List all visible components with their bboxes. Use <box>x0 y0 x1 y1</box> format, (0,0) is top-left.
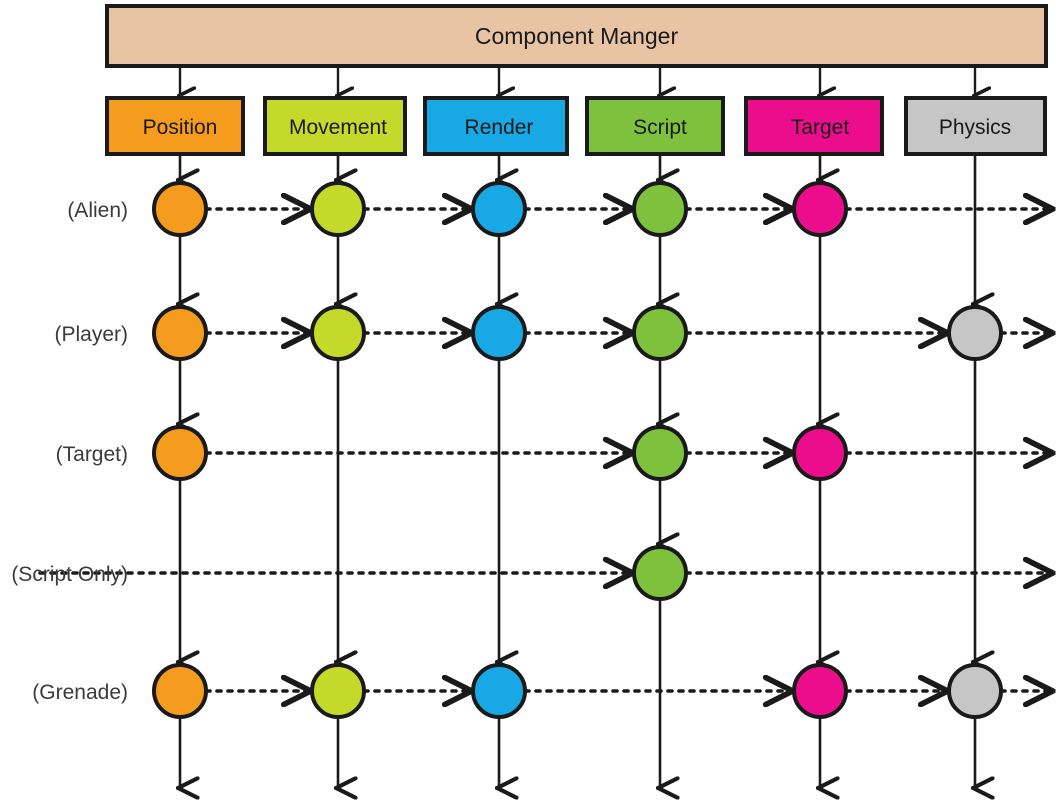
node-player-physics[interactable] <box>947 305 1003 361</box>
node-alien-render[interactable] <box>471 181 527 237</box>
node-player-script[interactable] <box>632 305 688 361</box>
row-label-alien: (Alien) <box>67 199 128 222</box>
component-box-label-target: Target <box>791 116 850 139</box>
component-box-label-movement: Movement <box>289 116 387 139</box>
row-label-player: (Player) <box>54 323 128 346</box>
component-box-script[interactable]: Script <box>585 96 725 156</box>
node-alien-position[interactable] <box>152 181 208 237</box>
component-box-label-script: Script <box>633 116 687 139</box>
node-player-render[interactable] <box>471 305 527 361</box>
node-script-only-script[interactable] <box>632 545 688 601</box>
node-grenade-position[interactable] <box>152 663 208 719</box>
node-target-target[interactable] <box>792 425 848 481</box>
node-grenade-physics[interactable] <box>947 663 1003 719</box>
component-box-label-render: Render <box>465 116 534 139</box>
component-boxes-layer: Position Movement Render Script Target Physic… <box>105 96 1047 156</box>
component-box-movement[interactable]: Movement <box>263 96 407 156</box>
node-player-movement[interactable] <box>310 305 366 361</box>
row-label-target: (Target) <box>56 443 128 466</box>
row-label-script-only: (Script Only) <box>11 563 128 586</box>
manager-bar-label: Component Manger <box>475 23 679 49</box>
manager-bar[interactable]: Component Manger <box>105 4 1048 68</box>
node-player-position[interactable] <box>152 305 208 361</box>
flow-lines-layer <box>38 66 1050 788</box>
component-box-position[interactable]: Position <box>105 96 245 156</box>
node-alien-movement[interactable] <box>310 181 366 237</box>
component-nodes-layer <box>152 181 1003 719</box>
row-labels-layer: (Alien) (Player) (Target) (Script Only) (Gre… <box>11 199 128 704</box>
node-alien-script[interactable] <box>632 181 688 237</box>
node-alien-target[interactable] <box>792 181 848 237</box>
row-label-grenade: (Grenade) <box>32 681 128 704</box>
node-grenade-movement[interactable] <box>310 663 366 719</box>
component-box-label-position: Position <box>143 116 218 139</box>
component-box-target[interactable]: Target <box>744 96 884 156</box>
node-grenade-target[interactable] <box>792 663 848 719</box>
node-grenade-render[interactable] <box>471 663 527 719</box>
component-box-render[interactable]: Render <box>423 96 569 156</box>
component-box-label-physics: Physics <box>939 116 1011 139</box>
node-target-position[interactable] <box>152 425 208 481</box>
node-target-script[interactable] <box>632 425 688 481</box>
component-box-physics[interactable]: Physics <box>904 96 1047 156</box>
manager-bar-layer: Component Manger <box>105 4 1048 68</box>
